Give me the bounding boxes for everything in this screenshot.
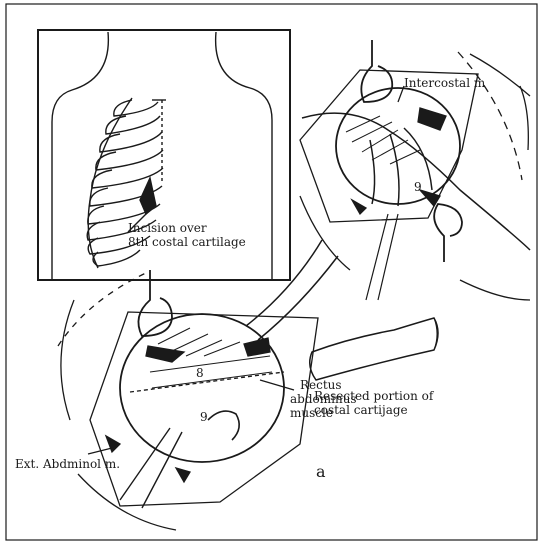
rib-number-9-right: 9 (414, 180, 422, 194)
resected-cartilage (310, 318, 438, 380)
panel-letter: a (316, 465, 326, 479)
rib-number-8: 8 (196, 366, 204, 380)
incision-label-line1: Incision over (128, 221, 207, 235)
rib-number-9-left: 9 (200, 410, 208, 424)
ext-abdominal-label: Ext. Abdminol m. (15, 457, 120, 471)
intercostal-label: Intercostal m (404, 76, 485, 90)
incision-label-line2: 8th costal cartilage (128, 235, 246, 249)
rectus-label-line2: abdominus (290, 392, 357, 406)
incision-mark (140, 178, 156, 214)
rectus-label-line1: Rectus (300, 378, 342, 392)
rectus-exposure-view (58, 240, 338, 530)
torso-outline (52, 32, 108, 280)
rectus-label-line3: muscle (290, 406, 333, 420)
